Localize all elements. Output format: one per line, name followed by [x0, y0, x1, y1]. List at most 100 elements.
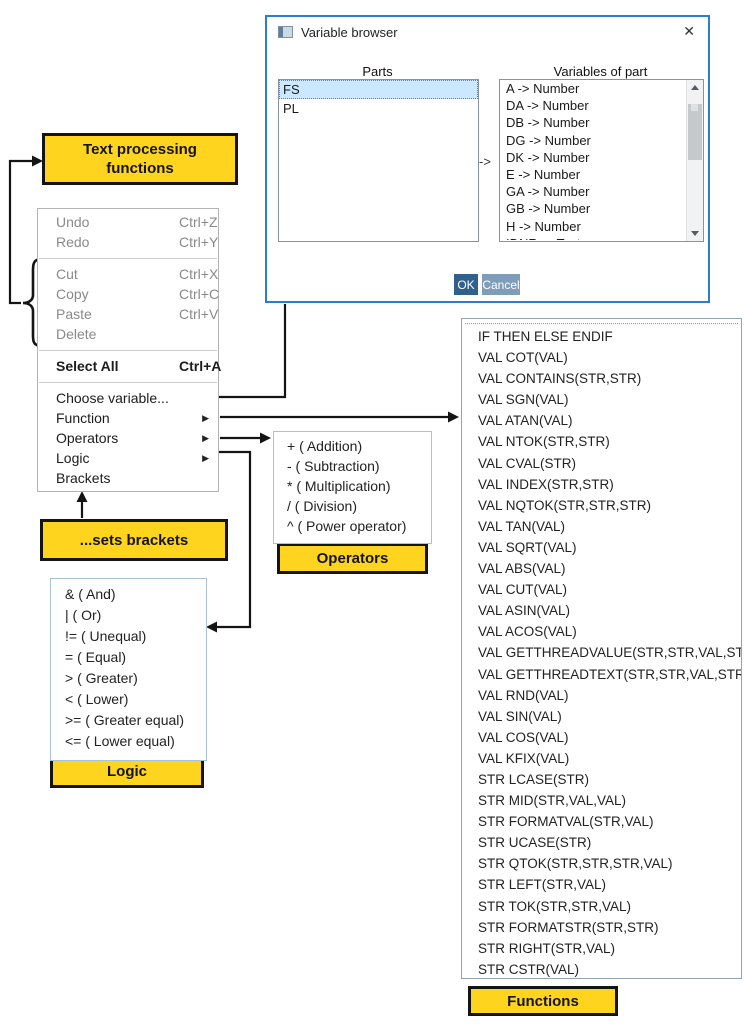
- variable-item[interactable]: GA -> Number: [506, 184, 590, 200]
- menu-item-delete: Delete: [56, 326, 97, 342]
- function-item[interactable]: VAL NQTOK(STR,STR,STR): [478, 497, 652, 513]
- scroll-up-icon[interactable]: [687, 80, 703, 95]
- function-item[interactable]: STR CSTR(VAL): [478, 961, 580, 977]
- operator-item[interactable]: - ( Subtraction): [287, 458, 380, 474]
- operator-item[interactable]: ^ ( Power operator): [287, 518, 407, 534]
- part-item[interactable]: PL: [283, 101, 299, 116]
- function-item[interactable]: VAL RND(VAL): [478, 687, 569, 703]
- ok-button[interactable]: OK: [454, 274, 478, 295]
- arrow-logic-to-submenu: [217, 450, 252, 629]
- operator-item[interactable]: + ( Addition): [287, 438, 363, 454]
- variables-column-label: Variables of part: [553, 64, 648, 79]
- submenu-arrow-icon: ▶: [202, 413, 209, 423]
- variable-item[interactable]: E -> Number: [506, 166, 581, 182]
- annotation-text-processing-functions: Text processing functions: [42, 133, 238, 185]
- logic-item[interactable]: <= ( Lower equal): [65, 733, 175, 749]
- shortcut-copy: Ctrl+C: [179, 286, 220, 302]
- shortcut-paste: Ctrl+V: [179, 306, 219, 322]
- variable-item[interactable]: DB -> Number: [506, 115, 590, 131]
- operators-submenu: + ( Addition) - ( Subtraction) * ( Multipl…: [273, 431, 432, 544]
- function-item[interactable]: VAL SQRT(VAL): [478, 539, 577, 555]
- function-item[interactable]: STR TOK(STR,STR,VAL): [478, 898, 632, 914]
- variable-item[interactable]: GB -> Number: [506, 201, 591, 217]
- logic-item[interactable]: = ( Equal): [65, 649, 127, 665]
- variable-item[interactable]: A -> Number: [506, 81, 580, 96]
- variable-item[interactable]: DG -> Number: [506, 132, 591, 148]
- transfer-arrow-label: ->: [479, 154, 491, 169]
- function-item[interactable]: STR UCASE(STR): [478, 835, 592, 851]
- logic-item[interactable]: != ( Unequal): [65, 628, 147, 644]
- dialog-titlebar: Variable browser ✕: [267, 17, 708, 47]
- scroll-down-icon[interactable]: [687, 226, 703, 241]
- shortcut-redo: Ctrl+Y: [179, 234, 219, 250]
- arrow-cut-group-to-text-processing: [8, 159, 42, 348]
- function-item[interactable]: VAL COT(VAL): [478, 350, 568, 366]
- menu-item-operators[interactable]: Operators ▶: [56, 430, 209, 446]
- menu-item-choose-variable[interactable]: Choose variable...: [56, 390, 169, 406]
- functions-submenu: IF THEN ELSE ENDIF VAL COT(VAL) VAL CONTAI…: [461, 318, 742, 979]
- function-item[interactable]: VAL ATAN(VAL): [478, 413, 573, 429]
- functions-items: IF THEN ELSE ENDIF VAL COT(VAL) VAL CONTAI…: [462, 326, 742, 978]
- menu-item-brackets[interactable]: Brackets: [56, 470, 111, 486]
- function-item[interactable]: VAL CONTAINS(STR,STR): [478, 371, 642, 387]
- parts-listbox: FS PL: [278, 79, 479, 242]
- function-item[interactable]: VAL KFIX(VAL): [478, 750, 570, 766]
- operator-item[interactable]: / ( Division): [287, 498, 358, 514]
- menu-item-paste: Paste Ctrl+V: [56, 306, 219, 322]
- function-item[interactable]: STR FORMATVAL(STR,VAL): [478, 814, 654, 830]
- function-item[interactable]: STR LCASE(STR): [478, 771, 590, 787]
- function-item[interactable]: VAL CVAL(STR): [478, 455, 577, 471]
- function-item[interactable]: VAL NTOK(STR,STR): [478, 434, 610, 450]
- function-item[interactable]: VAL CUT(VAL): [478, 582, 568, 598]
- variable-item[interactable]: DA -> Number: [506, 98, 589, 114]
- function-item[interactable]: STR MID(STR,VAL,VAL): [478, 793, 627, 809]
- arrowhead-operators: [260, 432, 271, 444]
- variable-item[interactable]: DK -> Number: [506, 149, 590, 165]
- menu-item-select-all[interactable]: Select All Ctrl+A: [56, 358, 222, 374]
- function-item[interactable]: VAL ABS(VAL): [478, 561, 566, 577]
- function-item[interactable]: VAL SGN(VAL): [478, 392, 569, 408]
- function-item[interactable]: VAL GETTHREADTEXT(STR,STR,VAL,STR): [478, 666, 742, 682]
- function-item[interactable]: VAL INDEX(STR,STR): [478, 476, 614, 492]
- function-item[interactable]: VAL ASIN(VAL): [478, 603, 571, 619]
- function-item[interactable]: VAL GETTHREADVALUE(STR,STR,VAL,STR): [478, 645, 742, 661]
- menu-item-logic[interactable]: Logic ▶: [56, 450, 209, 466]
- function-item[interactable]: VAL COS(VAL): [478, 729, 569, 745]
- part-item-selected[interactable]: FS: [279, 80, 478, 99]
- logic-item[interactable]: | ( Or): [65, 607, 102, 623]
- function-item[interactable]: VAL SIN(VAL): [478, 708, 562, 724]
- annotation-sets-brackets: ...sets brackets: [40, 519, 228, 561]
- menu-item-function[interactable]: Function ▶: [56, 410, 209, 426]
- scrollbar-thumb[interactable]: [688, 104, 702, 160]
- logic-item[interactable]: >= ( Greater equal): [65, 712, 185, 728]
- arrowhead-logic: [206, 621, 217, 633]
- parts-column-label: Parts: [362, 64, 393, 79]
- app-window-icon: [278, 26, 293, 38]
- submenu-arrow-icon: ▶: [202, 453, 209, 463]
- menu-item-cut: Cut Ctrl+X: [56, 266, 219, 282]
- cancel-button[interactable]: Cancel: [482, 274, 520, 295]
- operator-item[interactable]: * ( Multiplication): [287, 478, 391, 494]
- function-item[interactable]: IF THEN ELSE ENDIF: [478, 329, 613, 344]
- menu-separator: [38, 252, 218, 264]
- logic-item[interactable]: & ( And): [65, 586, 116, 602]
- function-item[interactable]: VAL TAN(VAL): [478, 518, 566, 534]
- function-item[interactable]: VAL ACOS(VAL): [478, 624, 577, 640]
- function-item[interactable]: STR FORMATSTR(STR,STR): [478, 919, 659, 935]
- function-item[interactable]: STR RIGHT(STR,VAL): [478, 940, 616, 956]
- close-icon[interactable]: ✕: [683, 23, 695, 39]
- arrowhead-text-processing: [32, 155, 43, 167]
- logic-item[interactable]: > ( Greater): [65, 670, 138, 686]
- function-item[interactable]: STR QTOK(STR,STR,STR,VAL): [478, 856, 673, 872]
- function-item[interactable]: STR LEFT(STR,VAL): [478, 877, 607, 893]
- variable-item[interactable]: H -> Number: [506, 218, 581, 234]
- variables-scrollbar[interactable]: [686, 80, 703, 241]
- variable-browser-dialog: Variable browser ✕ Parts Variables of pa…: [265, 15, 710, 303]
- logic-item[interactable]: < ( Lower): [65, 691, 129, 707]
- arrowhead-brackets: [76, 491, 88, 502]
- menu-separator: [38, 344, 218, 356]
- variable-item-clipped: IDNR -> Text: [500, 235, 703, 240]
